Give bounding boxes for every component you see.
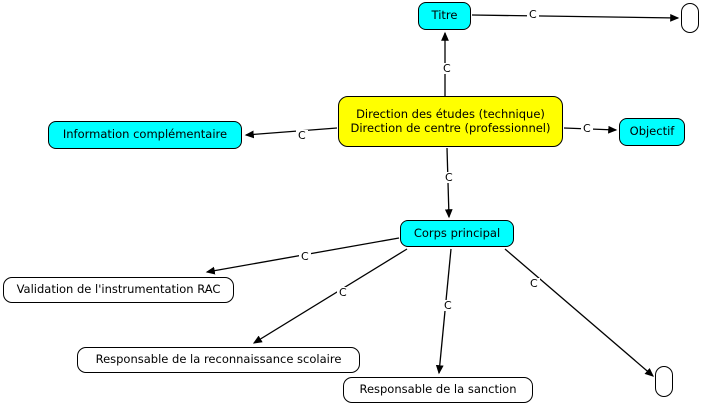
node-information-complementaire[interactable]: Information complémentaire bbox=[48, 121, 242, 149]
node-objectif[interactable]: Objectif bbox=[619, 118, 685, 146]
edge-corps-to-sanction[interactable] bbox=[435, 248, 452, 375]
node-responsable-sanction[interactable]: Responsable de la sanction bbox=[343, 377, 533, 403]
node-responsable-reconnaissance[interactable]: Responsable de la reconnaissance scolair… bbox=[77, 347, 360, 373]
edge-label-direction-to-information: C bbox=[296, 129, 308, 142]
node-corps-principal[interactable]: Corps principal bbox=[400, 220, 514, 247]
edge-titre-to-empty-top-right[interactable] bbox=[471, 13, 680, 22]
node-validation-rac[interactable]: Validation de l'instrumentation RAC bbox=[3, 277, 234, 303]
edge-label-corps-to-reconnaissance: C bbox=[337, 286, 349, 299]
node-empty-bottom-right[interactable] bbox=[655, 366, 673, 397]
edge-label-direction-to-corps: C bbox=[443, 171, 455, 184]
edge-label-corps-to-sanction: C bbox=[442, 299, 454, 312]
edge-direction-to-information[interactable] bbox=[244, 127, 338, 139]
edge-label-titre-to-empty-top-right: C bbox=[527, 8, 539, 21]
edge-label-corps-to-empty-bottom-right: C bbox=[528, 277, 540, 290]
edge-label-corps-to-validation: C bbox=[299, 250, 311, 263]
edge-label-direction-to-objectif: C bbox=[581, 122, 593, 135]
node-titre[interactable]: Titre bbox=[418, 2, 471, 30]
edge-label-direction-to-titre: C bbox=[441, 62, 453, 75]
node-direction[interactable]: Direction des études (technique) Directi… bbox=[338, 96, 563, 147]
edge-corps-to-reconnaissance[interactable] bbox=[252, 248, 408, 344]
node-empty-top-right[interactable] bbox=[681, 3, 699, 33]
edge-corps-to-empty-bottom-right[interactable] bbox=[504, 248, 654, 377]
